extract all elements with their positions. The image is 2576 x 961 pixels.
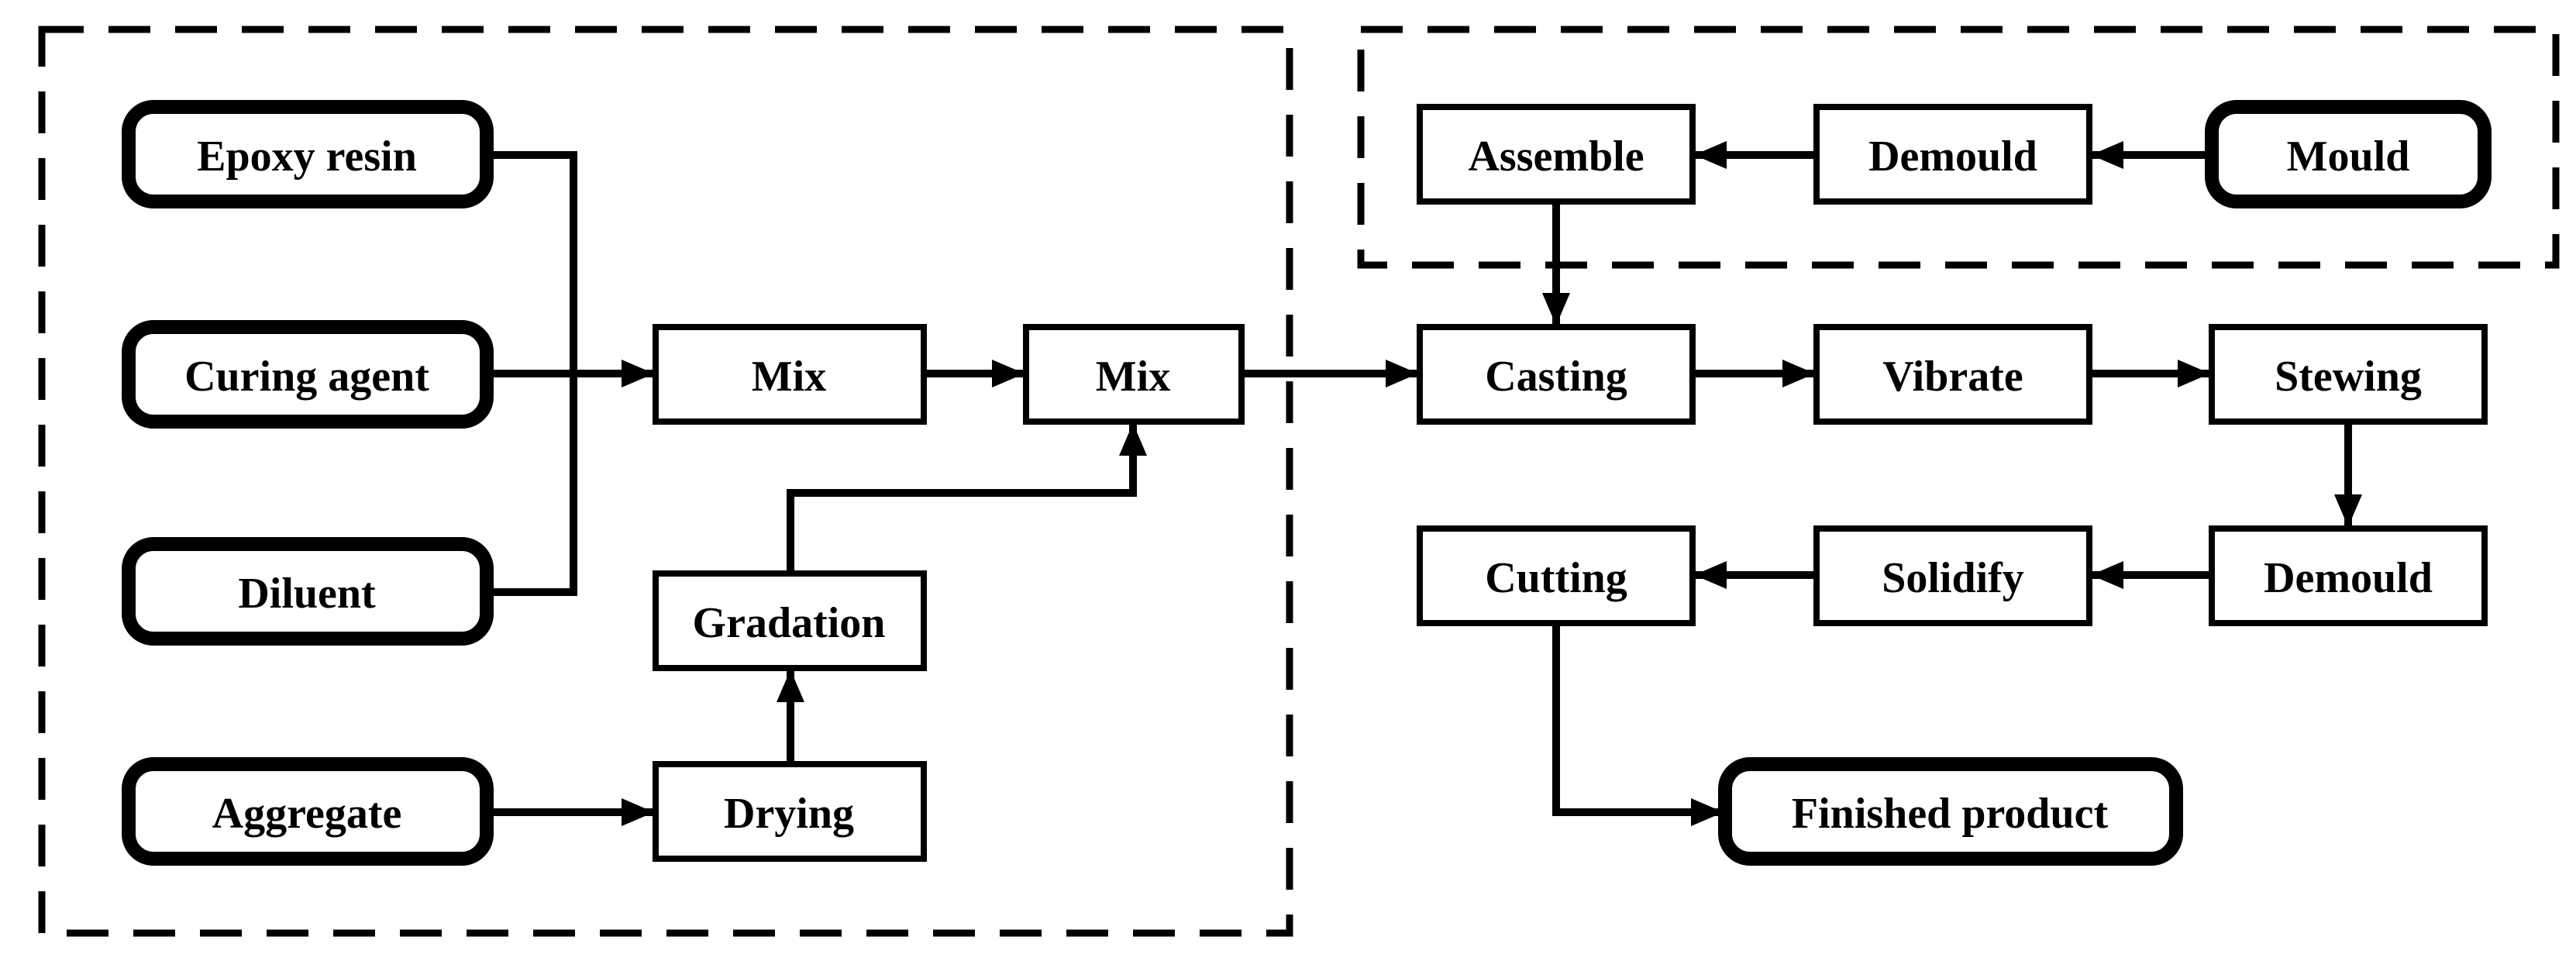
node-demould-top: Demould	[1813, 104, 2092, 205]
node-finished-product: Finished product	[1718, 757, 2183, 866]
node-mix-2: Mix	[1023, 324, 1245, 425]
node-drying-label: Drying	[724, 790, 854, 838]
node-diluent: Diluent	[122, 537, 494, 646]
node-demould-top-label: Demould	[1868, 133, 2037, 181]
node-mix-1: Mix	[653, 324, 927, 425]
node-aggregate: Aggregate	[122, 757, 494, 866]
node-aggregate-label: Aggregate	[212, 790, 402, 838]
node-gradation: Gradation	[653, 570, 927, 671]
node-diluent-label: Diluent	[238, 570, 376, 618]
node-finished-product-label: Finished product	[1792, 790, 2109, 838]
node-cutting-label: Cutting	[1485, 554, 1627, 602]
node-gradation-label: Gradation	[693, 599, 886, 647]
mould-preparation-dashed-box	[1357, 26, 2560, 269]
node-demould-bottom: Demould	[2209, 525, 2488, 626]
node-mould-label: Mould	[2287, 133, 2410, 181]
node-curing-agent-label: Curing agent	[184, 353, 429, 401]
node-casting-label: Casting	[1485, 353, 1627, 401]
edge-gradation-to-mix	[787, 423, 1147, 574]
node-demould-bottom-label: Demould	[2264, 554, 2433, 602]
node-vibrate-label: Vibrate	[1882, 353, 2023, 401]
node-mould: Mould	[2205, 100, 2492, 208]
node-assemble-label: Assemble	[1468, 133, 1644, 181]
node-curing-agent: Curing agent	[122, 320, 494, 429]
node-solidify-label: Solidify	[1882, 554, 2024, 602]
node-mix-2-label: Mix	[1096, 353, 1170, 401]
materials-preparation-dashed-box	[38, 26, 1293, 937]
node-solidify: Solidify	[1813, 525, 2092, 626]
node-mix-1-label: Mix	[752, 353, 826, 401]
node-vibrate: Vibrate	[1813, 324, 2092, 425]
edge-cutting-to-finished-product	[1552, 623, 1724, 826]
node-drying: Drying	[653, 761, 927, 862]
node-epoxy-resin-label: Epoxy resin	[197, 133, 417, 181]
node-stewing-label: Stewing	[2275, 353, 2422, 401]
node-epoxy-resin: Epoxy resin	[122, 100, 494, 208]
node-cutting: Cutting	[1417, 525, 1696, 626]
node-stewing: Stewing	[2209, 324, 2488, 425]
node-casting: Casting	[1417, 324, 1696, 425]
node-assemble: Assemble	[1417, 104, 1696, 205]
